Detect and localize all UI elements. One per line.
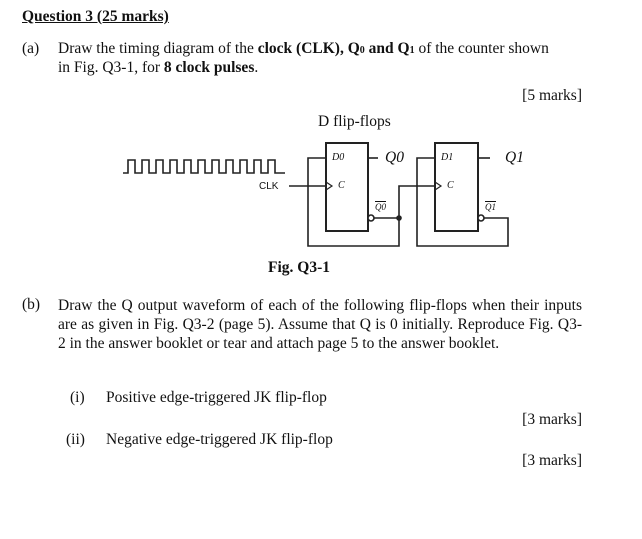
- q1-bar-label: Q1: [485, 202, 496, 212]
- flip-flop-1: [434, 142, 479, 232]
- part-a-marks: [5 marks]: [522, 87, 582, 104]
- part-b-text: Draw the Q output waveform of each of th…: [58, 297, 582, 352]
- counter-circuit-diagram: [123, 142, 509, 247]
- figure-caption: Fig. Q3-1: [268, 259, 330, 276]
- part-a-line2: in Fig. Q3-1, for 8 clock pulses.: [58, 59, 259, 76]
- figure-heading: D flip-flops: [318, 113, 391, 130]
- q0-output-label: Q0: [385, 149, 404, 166]
- item-i-marks: [3 marks]: [522, 411, 582, 428]
- c1-label: C: [447, 180, 454, 191]
- item-i-text: Positive edge-triggered JK flip-flop: [106, 389, 327, 406]
- item-ii-text: Negative edge-triggered JK flip-flop: [106, 431, 333, 448]
- clk-label: CLK: [259, 181, 279, 192]
- c0-label: C: [338, 180, 345, 191]
- d0-label: D0: [332, 152, 345, 163]
- question-title: Question 3 (25 marks): [22, 8, 169, 25]
- q0-bar-label: Q0: [375, 202, 386, 212]
- part-a-line1: Draw the timing diagram of the clock (CL…: [58, 40, 549, 57]
- q1-output-label: Q1: [505, 149, 524, 166]
- item-ii-marks: [3 marks]: [522, 452, 582, 469]
- item-i-label: (i): [70, 389, 85, 406]
- flip-flop-0: [325, 142, 369, 232]
- d1-label: D1: [441, 152, 454, 163]
- clock-waveform: [123, 159, 285, 174]
- part-a-label: (a): [22, 40, 40, 57]
- junction-dot: [396, 215, 402, 221]
- part-b-label: (b): [22, 296, 41, 313]
- item-ii-label: (ii): [66, 431, 85, 448]
